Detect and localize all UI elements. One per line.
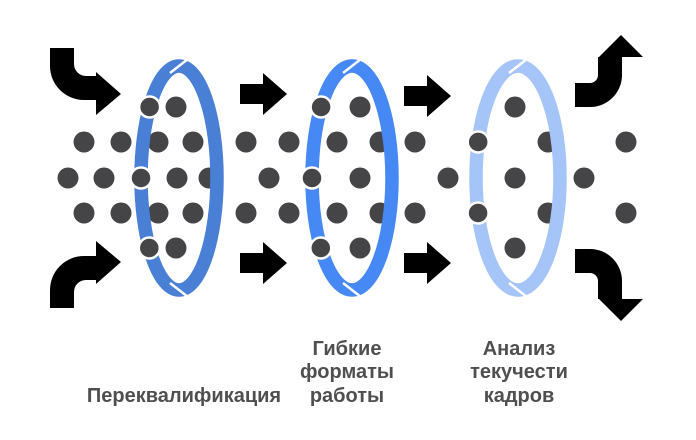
employee-dot <box>258 167 280 189</box>
flow-arrow-bottom-2-icon <box>404 242 451 284</box>
employee-dot <box>615 202 637 224</box>
outflow-arrow-bottom-icon <box>575 249 643 321</box>
employee-dot <box>57 167 79 189</box>
employee-dot <box>182 131 204 153</box>
employee-dot <box>235 202 257 224</box>
employee-dot <box>326 131 348 153</box>
employee-dot <box>73 131 95 153</box>
ring-label-1: Переквалификация <box>86 384 282 407</box>
employee-dot <box>349 96 371 118</box>
employee-dot <box>615 131 637 153</box>
employee-dot <box>182 202 204 224</box>
employee-dot <box>504 96 526 118</box>
ring-seam-top <box>508 58 528 74</box>
ring-seam-top <box>342 58 362 74</box>
employee-dot <box>349 167 371 189</box>
inflow-arrow-bottom-icon <box>50 241 121 308</box>
employee-dot-field <box>57 96 637 259</box>
employee-dots-on-rings <box>129 95 490 260</box>
employee-dot-on-ring <box>129 166 153 190</box>
employee-dot <box>404 202 426 224</box>
employee-dot-on-ring <box>137 95 162 119</box>
flow-arrow-top-2-icon <box>404 75 451 117</box>
employee-dot <box>110 202 132 224</box>
ring-seam-top <box>169 58 189 74</box>
employee-dot <box>147 131 169 153</box>
employee-dot <box>326 202 348 224</box>
outflow-arrow-top-icon <box>575 35 643 107</box>
employee-dot-on-ring <box>137 236 162 260</box>
employee-dot <box>573 167 595 189</box>
employee-dot <box>93 167 115 189</box>
ring-seam-bottom <box>342 282 362 298</box>
ring-seam-bottom <box>508 282 528 298</box>
employee-dot-on-ring <box>300 166 324 190</box>
flow-arrow-bottom-1-icon <box>240 242 287 284</box>
ring-label-2: Гибкие форматы работы <box>300 337 394 407</box>
employee-dot <box>73 202 95 224</box>
employee-dot-on-ring <box>309 236 333 260</box>
employee-dot <box>165 237 187 259</box>
employee-dot <box>278 202 300 224</box>
employee-dot <box>165 96 187 118</box>
employee-dot <box>110 131 132 153</box>
ring-label-3: Анализ текучести кадров <box>470 337 568 407</box>
employee-dot <box>235 131 257 153</box>
employee-dot <box>147 202 169 224</box>
employee-dot <box>278 131 300 153</box>
inflow-arrow-top-icon <box>50 48 121 115</box>
employee-dot-on-ring <box>309 95 333 119</box>
ring-seam-bottom <box>169 282 189 298</box>
employee-dot <box>437 167 459 189</box>
employee-dot-on-ring <box>466 201 490 225</box>
employee-dot-on-ring <box>466 130 490 154</box>
employee-dot <box>504 237 526 259</box>
employee-dot <box>166 167 188 189</box>
employee-dot <box>504 167 526 189</box>
employee-dot <box>349 237 371 259</box>
flow-arrow-top-1-icon <box>240 73 287 115</box>
employee-dot <box>404 131 426 153</box>
